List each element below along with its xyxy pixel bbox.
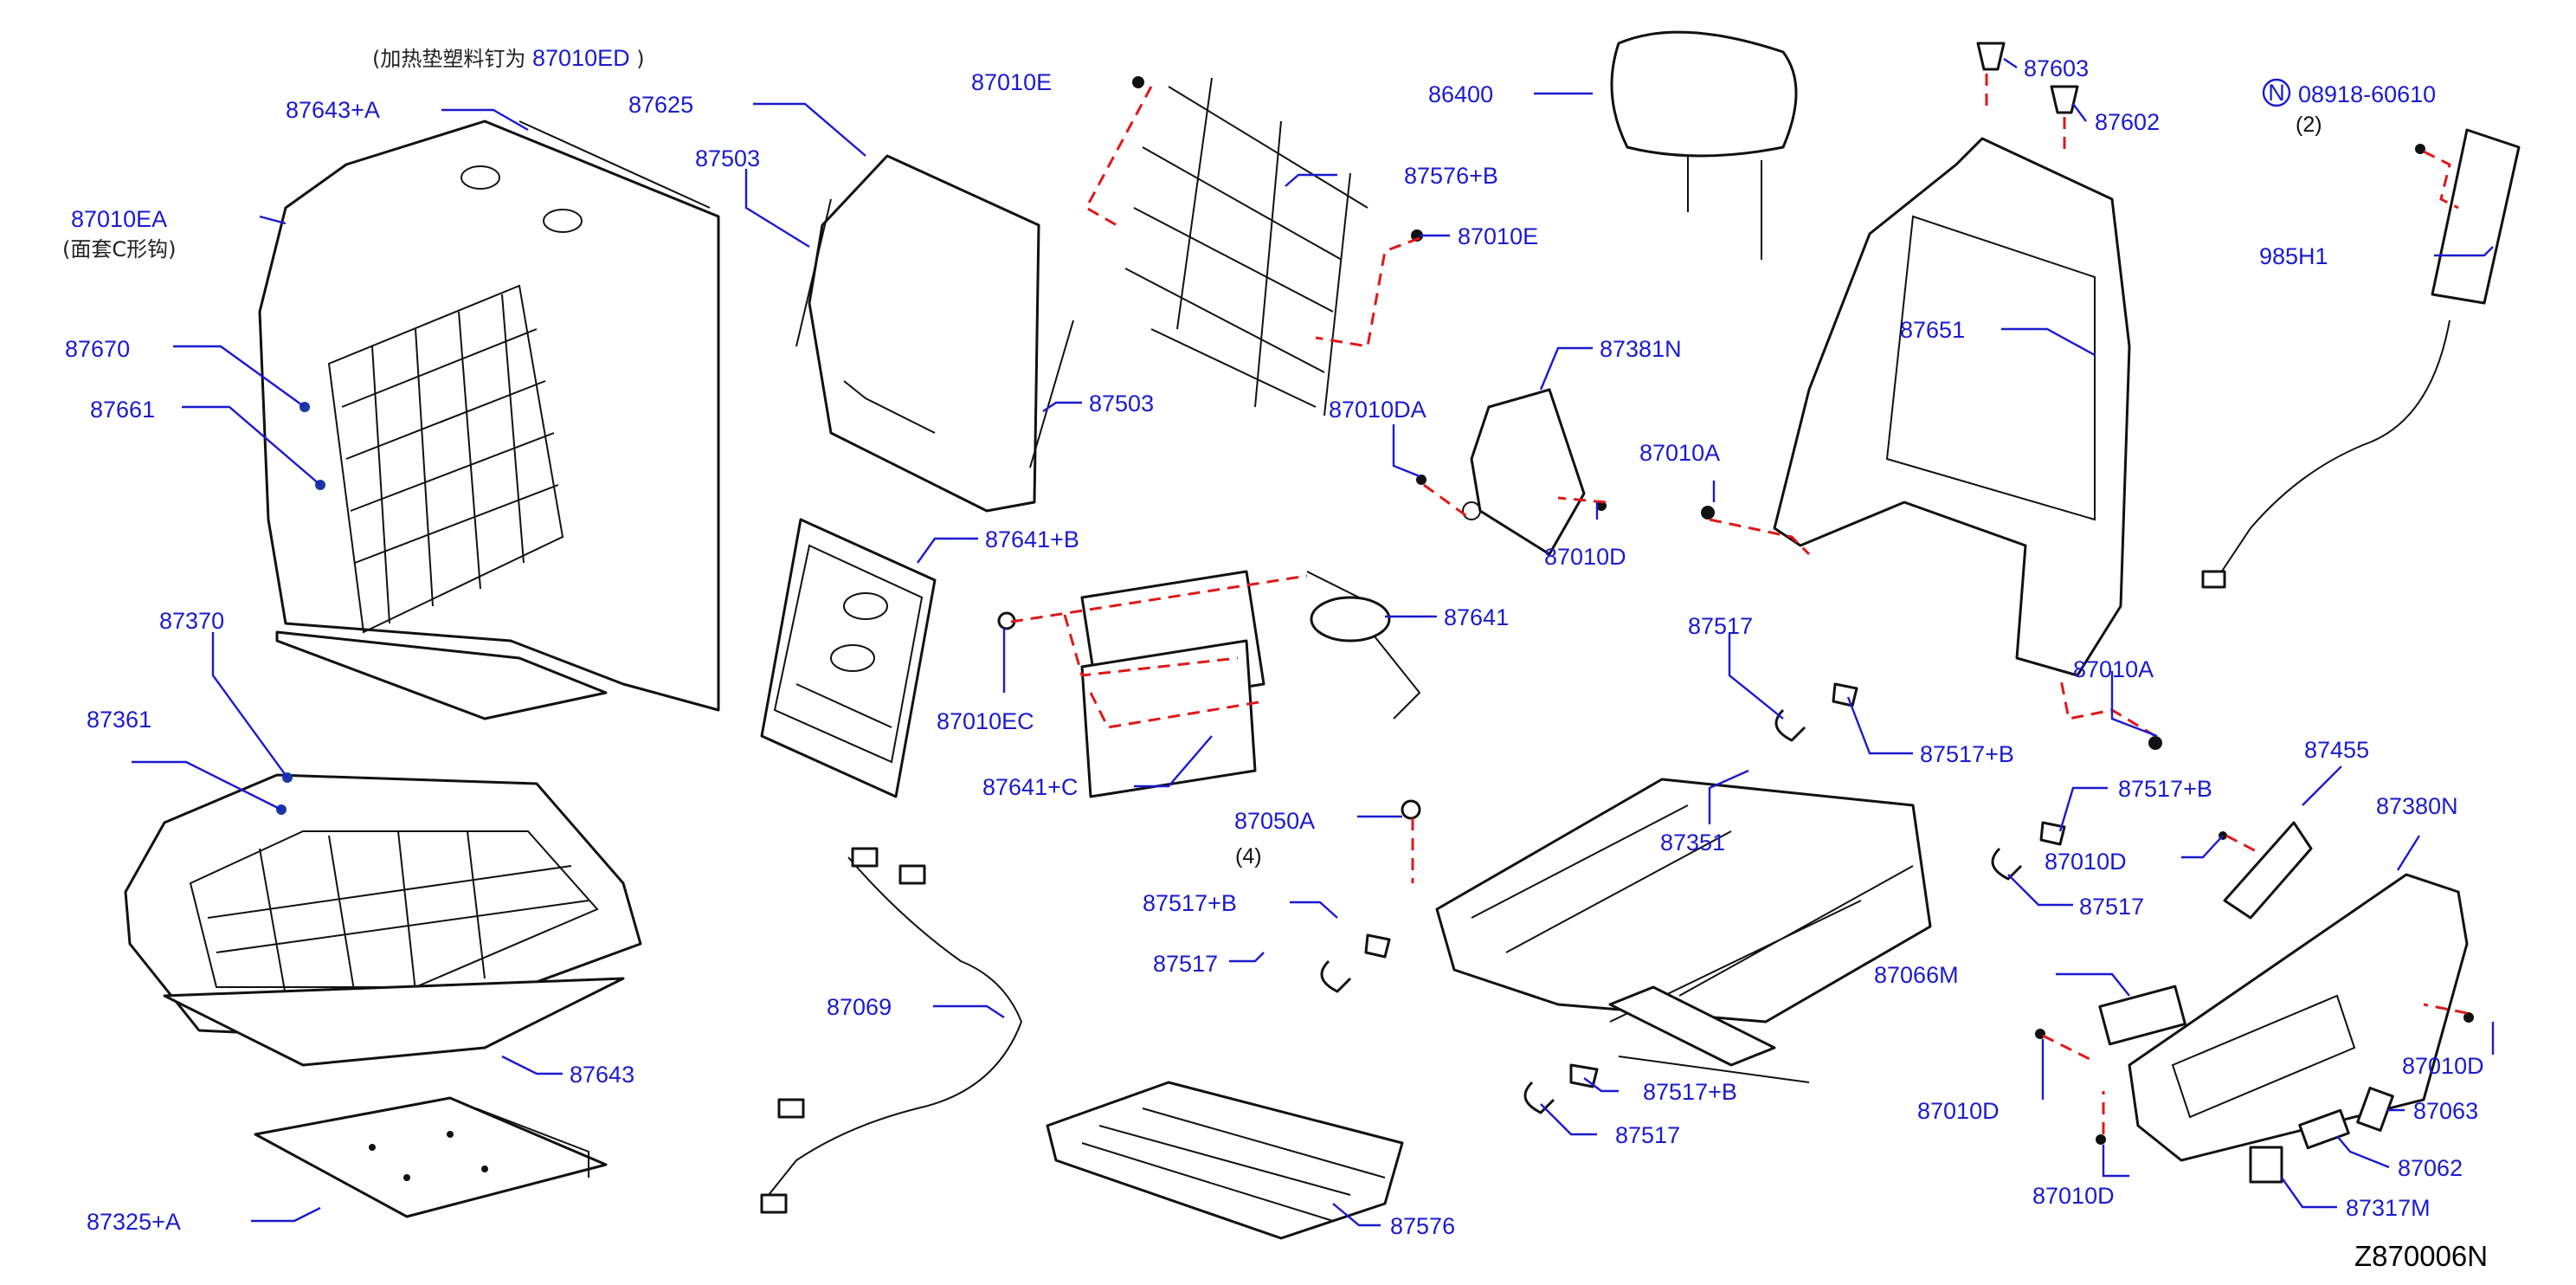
clip-87517-right	[1991, 847, 2023, 881]
n-mark-circle	[2262, 78, 2291, 107]
clip-87517-b-right	[2039, 821, 2066, 846]
knob-87063	[2356, 1086, 2394, 1133]
part-label: 87517	[1688, 613, 1753, 639]
part-label: 87325+A	[87, 1209, 181, 1235]
part-label: 87517+B	[1143, 890, 1237, 916]
headrest-guide-b	[2050, 85, 2079, 114]
part-label: 87370	[159, 608, 224, 634]
clip-87517-top	[1774, 708, 1806, 742]
part-label: 87010E	[1458, 223, 1538, 249]
part-label: 87576+B	[1404, 163, 1498, 189]
bolt-87050a	[1401, 799, 1421, 820]
part-label: 87602	[2095, 109, 2160, 135]
part-label: 87576	[1390, 1213, 1455, 1239]
part-label: 87503	[695, 145, 760, 171]
part-label: 87010DA	[1329, 397, 1426, 423]
part-label: 87455	[2304, 737, 2369, 763]
seat-back-cover	[258, 119, 720, 720]
lever-87455	[2223, 821, 2313, 920]
part-label: 87010EC	[937, 708, 1034, 734]
part-label: 87063	[2413, 1098, 2478, 1124]
part-label: 87517	[2079, 894, 2144, 920]
n-mark: N	[2268, 80, 2285, 106]
rod-right	[1029, 320, 1074, 468]
part-label: 87641	[1444, 604, 1509, 630]
part-label: 87381N	[1600, 336, 1682, 362]
seat-back-board	[808, 154, 1040, 513]
part-label: 87050A	[1234, 808, 1315, 834]
part-label: 87010D	[2045, 849, 2127, 875]
part-label: 87603	[2024, 55, 2089, 81]
part-label: 86400	[1428, 81, 1493, 107]
part-label: 87380N	[2376, 793, 2458, 819]
part-label: 87670	[65, 336, 130, 362]
knob-87062	[2298, 1108, 2350, 1150]
part-label: 87361	[87, 707, 151, 733]
heater-panel	[760, 518, 937, 798]
part-label: 87643	[570, 1062, 634, 1088]
clip-87517-lower	[1523, 1081, 1555, 1114]
part-label: 87010D	[2402, 1053, 2484, 1079]
side-airbag-module	[2201, 128, 2521, 589]
part-label: 87317M	[2346, 1195, 2431, 1221]
part-label: 87010A	[1639, 440, 1720, 466]
cushion-board	[254, 1096, 608, 1218]
seat-side-cover	[2128, 873, 2469, 1162]
part-label: 87625	[628, 92, 693, 118]
lower-spring-frame	[1046, 1081, 1404, 1240]
part-label: 87641+B	[985, 526, 1079, 552]
headrest-guide-a	[1976, 42, 2006, 71]
ea-note: (面套C形钩)	[62, 237, 176, 262]
part-label: 87517+B	[1643, 1079, 1737, 1105]
seat-back-frame	[1773, 137, 2131, 677]
part-label: 87503	[1089, 391, 1154, 416]
part-label: 87062	[2398, 1155, 2463, 1181]
part-label: 87010A	[2073, 656, 2154, 682]
part-label: 87066M	[1874, 962, 1959, 988]
part-label: 87010D	[1544, 544, 1626, 570]
part-label: 87517+B	[1920, 741, 2014, 767]
lumbar-module	[1462, 388, 1586, 556]
part-label: 87010EA	[71, 206, 167, 232]
part-label: 87517+B	[2118, 776, 2212, 802]
part-label: 87661	[90, 397, 155, 423]
top-note: (加热垫塑料钉为 87010ED )	[372, 45, 645, 71]
part-label: 87517	[1153, 951, 1218, 977]
part-label: 87643+A	[286, 97, 380, 123]
clip-87517-b-mid	[1364, 933, 1391, 959]
part-label: 87351	[1660, 830, 1725, 856]
wire-harness	[760, 847, 1023, 1214]
clip-87517-mid	[1320, 959, 1352, 993]
clip-87517-b-lower	[1569, 1063, 1599, 1088]
part-label: 87010D	[2032, 1183, 2115, 1209]
part-label: 08918-60610	[2298, 81, 2436, 107]
qty-87050a: (4)	[1235, 844, 1262, 869]
seat-cushion-cover	[124, 773, 642, 1067]
part-label: 87641+C	[982, 774, 1078, 800]
part-label: 87517	[1615, 1122, 1680, 1148]
qty-08918: (2)	[2296, 113, 2322, 137]
part-label: 87010E	[971, 69, 1052, 95]
part-label: 87651	[1900, 317, 1965, 343]
rod-left	[795, 198, 832, 347]
heater-unit	[1080, 570, 1421, 798]
part-label: 87069	[827, 994, 892, 1020]
switch-87317m	[2249, 1146, 2283, 1184]
headrest	[1610, 30, 1798, 260]
switch-87066m	[2098, 985, 2186, 1046]
diagram-code: Z870006N	[2354, 1240, 2488, 1272]
part-label: 985H1	[2259, 243, 2328, 269]
clip-87517-b-top	[1832, 682, 1858, 707]
seat-frame	[1435, 778, 1932, 1083]
part-label: 87010D	[1917, 1098, 2000, 1124]
wire-mat	[1124, 77, 1368, 416]
